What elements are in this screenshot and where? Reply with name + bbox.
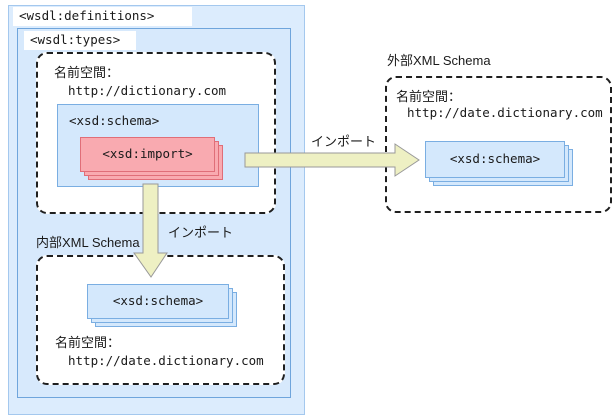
internal-namespace-value: http://date.dictionary.com [68, 353, 264, 368]
external-namespace-value: http://date.dictionary.com [407, 105, 603, 120]
wsdl-definitions-label: <wsdl:definitions> [13, 7, 193, 26]
xsd-import-card: <xsd:import> [80, 137, 215, 172]
wsdl-types-label: <wsdl:types> [24, 31, 137, 50]
xsd-schema-label: <xsd:schema> [69, 113, 160, 128]
internal-schema-card: <xsd:schema> [87, 284, 229, 319]
external-schema-card: <xsd:schema> [425, 141, 565, 178]
external-schema-label: <xsd:schema> [449, 151, 541, 166]
external-namespace-label: 名前空間： [396, 89, 462, 104]
import-arrow-to-internal-label: インポート [168, 225, 234, 240]
dictionary-namespace-label: 名前空間： [54, 65, 120, 80]
external-xml-schema-title: 外部XML Schema [387, 53, 491, 68]
internal-xml-schema-title: 内部XML Schema [36, 235, 140, 250]
xsd-import-label: <xsd:import> [102, 146, 193, 161]
internal-schema-label: <xsd:schema> [112, 293, 204, 308]
internal-namespace-label: 名前空間： [55, 335, 121, 350]
import-arrow-to-external-label: インポート [311, 134, 377, 149]
dictionary-namespace-value: http://dictionary.com [68, 83, 227, 98]
